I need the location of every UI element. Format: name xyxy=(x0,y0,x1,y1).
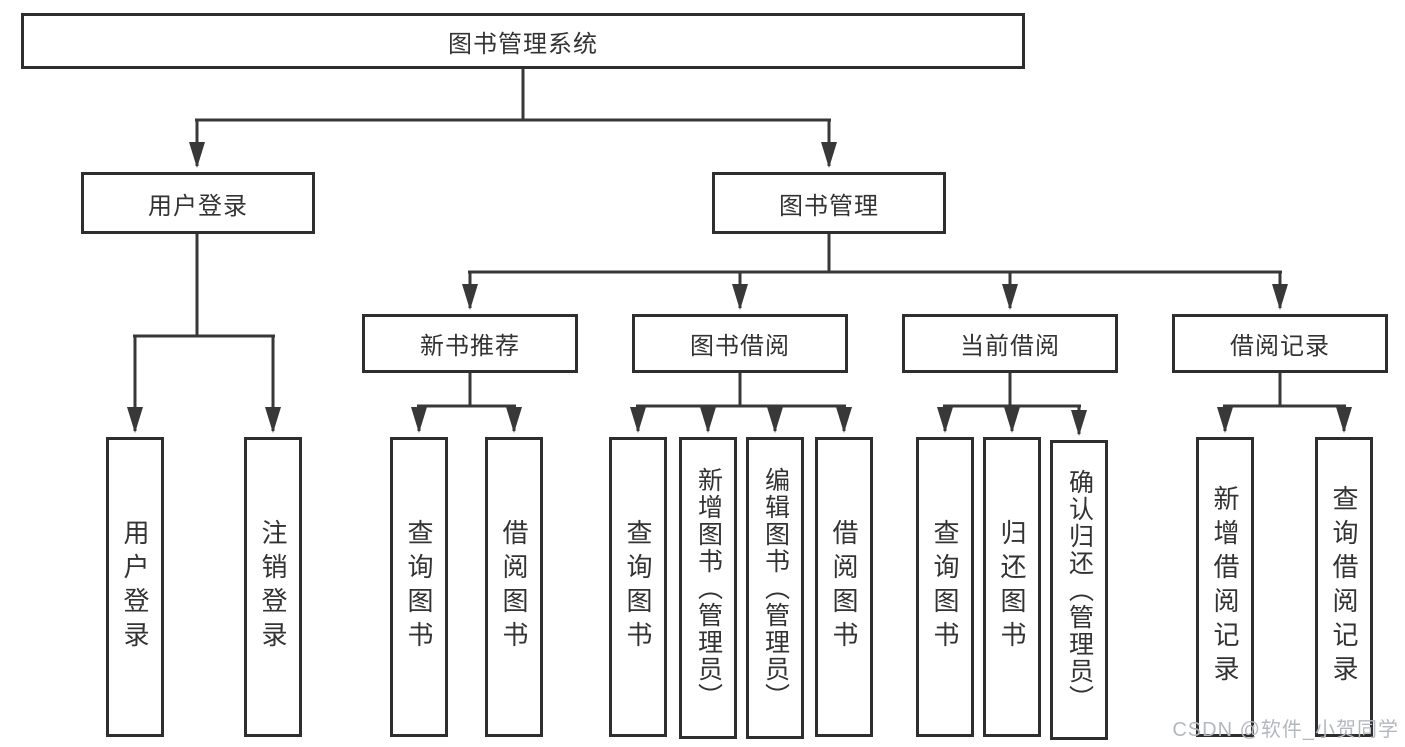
node-user-login-branch: 用户登录 xyxy=(81,172,315,234)
leaf-add-borrow-record: 新增借阅记录 xyxy=(1196,437,1254,737)
node-root-system: 图书管理系统 xyxy=(21,13,1025,69)
leaf-query-books-recommend: 查询图书 xyxy=(390,437,448,737)
leaf-borrow-books: 借阅图书 xyxy=(815,437,873,737)
leaf-edit-books-admin: 编辑图书（管理员） xyxy=(746,437,804,739)
leaf-add-books-admin: 新增图书（管理员） xyxy=(679,437,737,739)
node-book-borrowing: 图书借阅 xyxy=(632,314,848,373)
leaf-return-books: 归还图书 xyxy=(983,437,1041,737)
leaf-query-books-borrow: 查询图书 xyxy=(609,437,667,737)
leaf-query-borrow-record: 查询借阅记录 xyxy=(1315,437,1373,737)
leaf-confirm-return-admin: 确认归还（管理员） xyxy=(1050,440,1108,740)
leaf-user-login: 用户登录 xyxy=(106,437,164,737)
leaf-borrow-books-recommend: 借阅图书 xyxy=(485,437,543,737)
node-book-management-branch: 图书管理 xyxy=(712,172,946,234)
node-new-book-recommendation: 新书推荐 xyxy=(362,314,578,373)
leaf-query-books-current: 查询图书 xyxy=(916,437,974,737)
leaf-logout: 注销登录 xyxy=(244,437,302,737)
node-borrowing-records: 借阅记录 xyxy=(1172,314,1388,373)
node-current-borrowing: 当前借阅 xyxy=(902,314,1118,373)
